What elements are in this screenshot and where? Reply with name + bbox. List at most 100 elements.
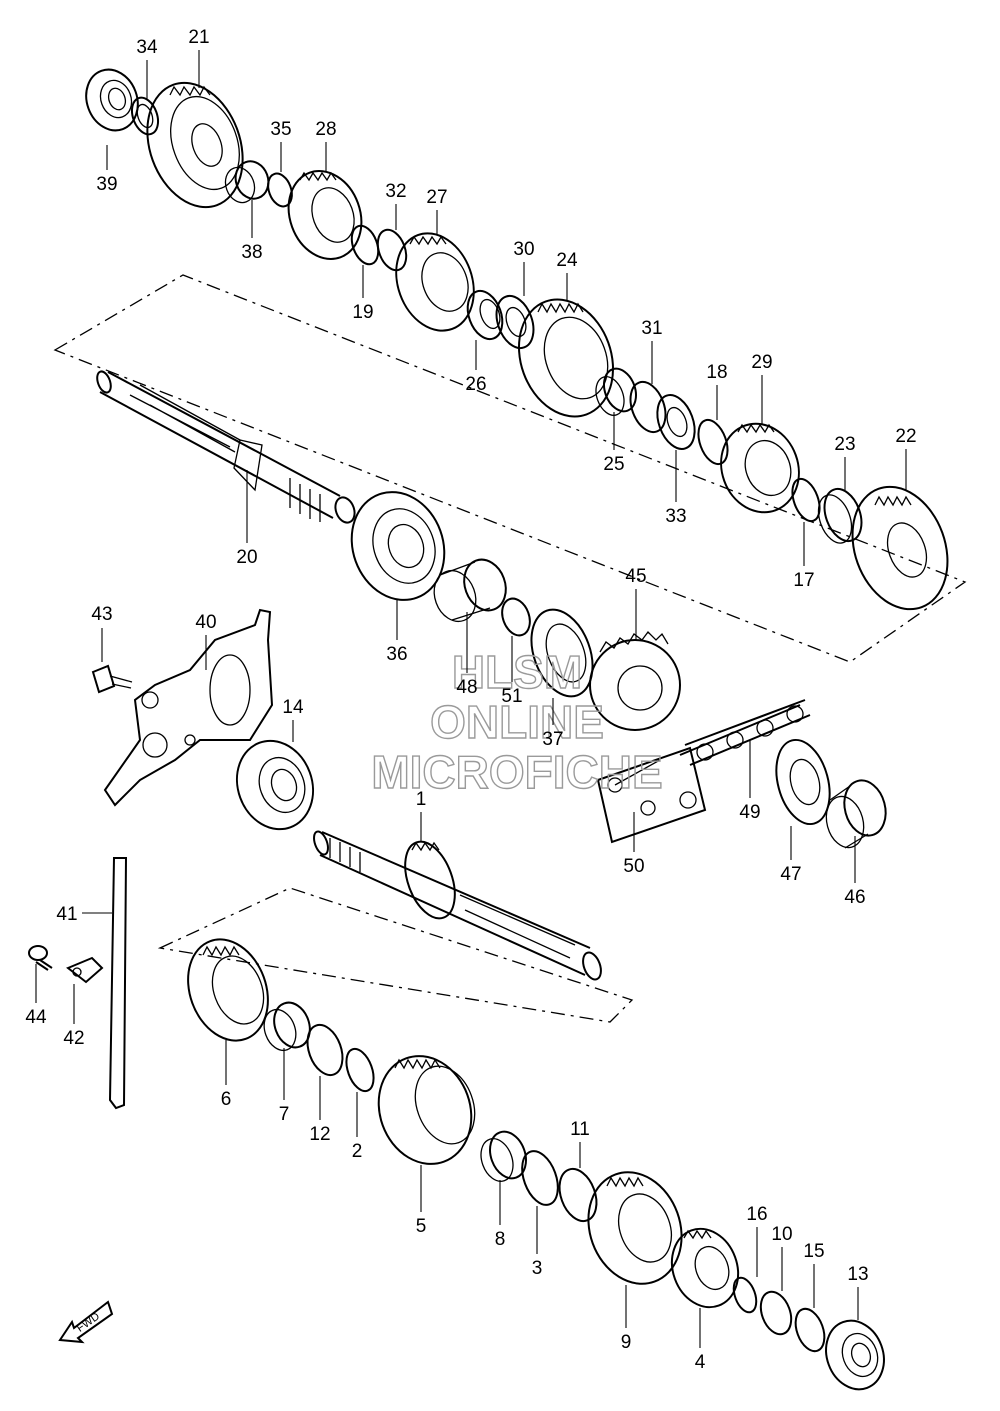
gear-21 <box>146 81 244 209</box>
gear-9 <box>587 1171 683 1285</box>
callout-21: 21 <box>188 27 209 48</box>
watermark-line-3: MICROFICHE <box>371 746 662 798</box>
countershaft-20 <box>96 370 356 524</box>
callout-12: 12 <box>309 1124 330 1145</box>
washer-12 <box>306 1023 344 1077</box>
callout-7: 7 <box>279 1104 290 1125</box>
callout-3: 3 <box>532 1258 543 1279</box>
gear-6 <box>187 938 269 1042</box>
bushing-7 <box>263 1001 311 1052</box>
callout-25: 25 <box>603 454 624 475</box>
gear-22 <box>851 485 949 611</box>
callout-4: 4 <box>695 1352 706 1373</box>
callout-37: 37 <box>542 729 563 750</box>
shift-rod-41 <box>108 857 128 1110</box>
lock-washer-33 <box>656 394 696 450</box>
bearing-14 <box>235 739 315 831</box>
washer-34 <box>130 96 160 136</box>
bushing-8 <box>480 1130 527 1182</box>
callout-13: 13 <box>847 1264 868 1285</box>
washer-11 <box>558 1167 598 1223</box>
bracket-40 <box>103 608 274 807</box>
circlip-2 <box>345 1047 375 1093</box>
driveshaft-group-box <box>157 887 634 1023</box>
callout-14: 14 <box>282 697 304 718</box>
callout-8: 8 <box>495 1229 506 1250</box>
stopper-42 <box>66 956 104 984</box>
fwd-arrow-icon: FWD <box>58 1300 114 1344</box>
circlip-16 <box>732 1276 758 1314</box>
callout-15: 15 <box>803 1241 824 1262</box>
callout-5: 5 <box>416 1216 427 1237</box>
oil-seal-37 <box>530 608 594 698</box>
callout-39: 39 <box>96 174 117 195</box>
lock-washer-30 <box>495 294 535 350</box>
circlip-17 <box>791 477 821 523</box>
callout-16: 16 <box>746 1204 767 1225</box>
bearing-39 <box>85 68 139 132</box>
bearing-36 <box>350 491 446 601</box>
callout-38: 38 <box>241 242 262 263</box>
callout-24: 24 <box>556 250 578 271</box>
washer-15 <box>794 1307 826 1353</box>
bearing-13 <box>825 1319 885 1391</box>
callout-42: 42 <box>63 1028 84 1049</box>
callout-30: 30 <box>513 239 534 260</box>
callout-31: 31 <box>641 318 662 339</box>
gear-28 <box>287 170 363 260</box>
callout-6: 6 <box>221 1089 232 1110</box>
gear-29 <box>720 422 800 514</box>
callout-22: 22 <box>895 426 916 447</box>
callout-20: 20 <box>236 547 257 568</box>
callout-9: 9 <box>621 1332 632 1353</box>
callout-46: 46 <box>844 887 865 908</box>
callout-1: 1 <box>416 789 427 810</box>
circlip-19 <box>350 224 380 266</box>
washer-10 <box>759 1290 793 1336</box>
callout-49: 49 <box>739 802 760 823</box>
callout-43: 43 <box>91 604 112 625</box>
bolt-43 <box>91 664 133 694</box>
callout-26: 26 <box>465 374 486 395</box>
leader-lines <box>35 50 907 1348</box>
washer-3 <box>521 1150 559 1206</box>
chain-49 <box>679 699 811 766</box>
washer-32 <box>376 228 408 272</box>
callout-27: 27 <box>426 187 447 208</box>
callout-48: 48 <box>456 677 477 698</box>
callout-19: 19 <box>352 302 373 323</box>
washer-47 <box>775 738 831 826</box>
driveshaft-1 <box>313 830 602 981</box>
bearing-26 <box>466 289 504 341</box>
callout-28: 28 <box>315 119 336 140</box>
o-ring-51 <box>501 597 531 637</box>
watermark-line-1: HLSM <box>452 646 582 698</box>
watermark: HLSM ONLINE MICROFICHE <box>371 645 664 798</box>
gear-24 <box>517 298 615 418</box>
gear-4 <box>670 1227 740 1309</box>
callout-47: 47 <box>780 864 801 885</box>
countershaft-group-box <box>53 274 967 663</box>
callout-29: 29 <box>751 352 772 373</box>
callout-45: 45 <box>625 566 646 587</box>
callout-23: 23 <box>834 434 855 455</box>
bushing-46 <box>825 779 887 849</box>
washer-23 <box>817 487 863 544</box>
callout-32: 32 <box>385 181 406 202</box>
callout-33: 33 <box>665 506 686 527</box>
callout-2: 2 <box>352 1141 363 1162</box>
callout-50: 50 <box>623 856 644 877</box>
callout-44: 44 <box>25 1007 47 1028</box>
watermark-line-2: ONLINE <box>430 696 604 748</box>
callout-36: 36 <box>386 644 407 665</box>
washer-35 <box>267 172 293 208</box>
callout-40: 40 <box>195 612 216 633</box>
gear-5 <box>377 1055 476 1165</box>
callout-35: 35 <box>270 119 291 140</box>
callout-34: 34 <box>136 37 158 58</box>
callout-11: 11 <box>570 1119 590 1140</box>
bushing-38 <box>224 160 270 204</box>
gear-27 <box>395 232 475 332</box>
screw-44 <box>28 945 53 971</box>
